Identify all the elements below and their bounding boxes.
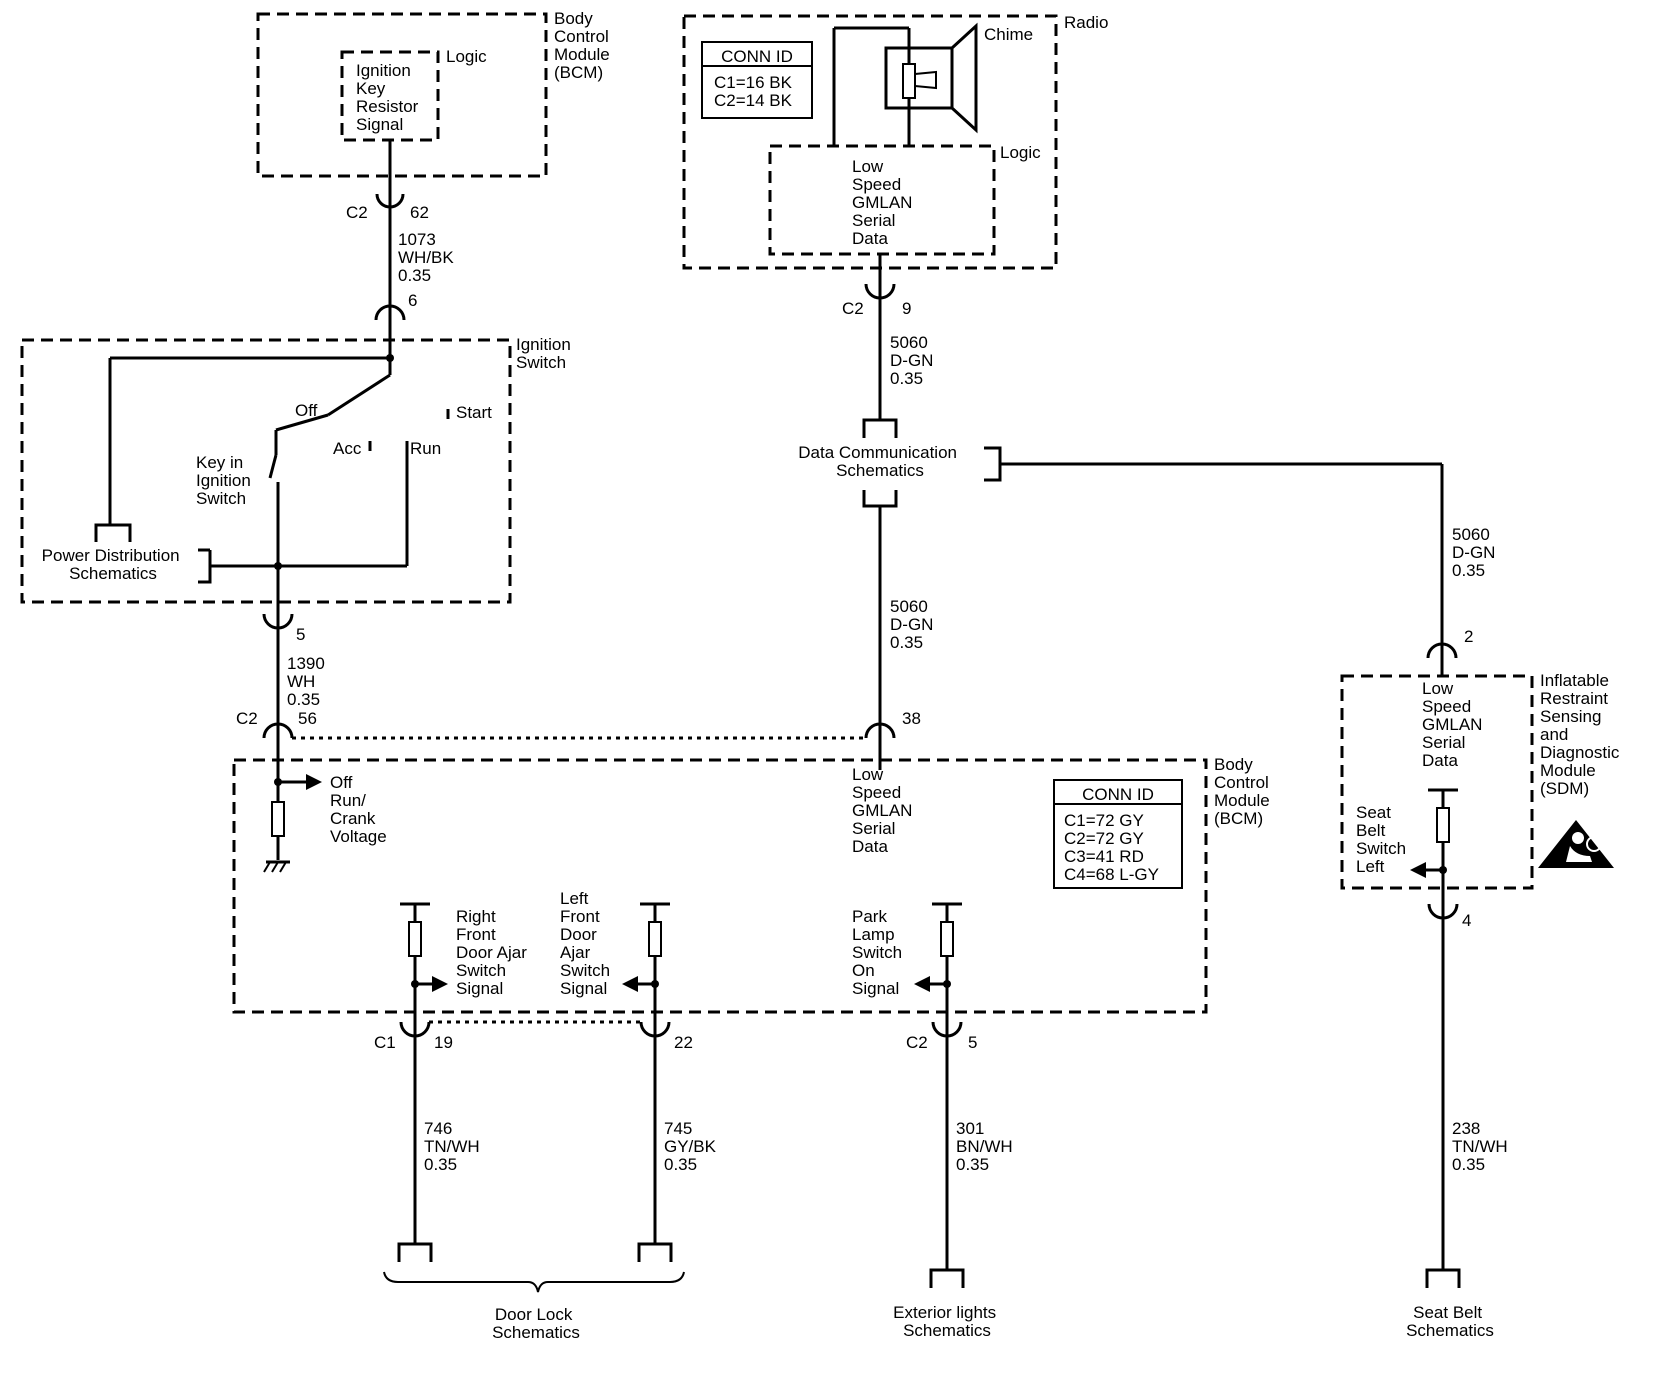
ignition-switch-name: Ignition Switch <box>516 335 576 372</box>
bcm-rf-door-label: Right Front Door Ajar Switch Signal <box>456 907 532 998</box>
chime-label: Chime <box>984 25 1033 44</box>
conn-c2-62-pin: 62 <box>410 203 429 222</box>
conn-22-pin: 22 <box>674 1033 693 1052</box>
wire-5060-bcm: 5060 D-GN 0.35 38 <box>864 506 938 770</box>
wire-1073: C2 62 1073 WH/BK 0.35 6 <box>346 140 458 328</box>
ign-pos-acc: Acc <box>333 439 362 458</box>
seat-belt-switch-circuit <box>1410 788 1458 904</box>
wire-5060-radio-label: 5060 D-GN 0.35 <box>890 333 938 388</box>
wire-5060-bcm-label: 5060 D-GN 0.35 <box>890 597 938 652</box>
wire-238: 4 238 TN/WH 0.35 <box>1425 903 1512 1288</box>
bcm-top-outline <box>256 12 548 178</box>
wire-746-label: 746 TN/WH 0.35 <box>424 1119 484 1174</box>
bcm-main-name: Body Control Module (BCM) <box>1214 755 1275 828</box>
bcm-top-logic-label: Logic <box>446 47 487 66</box>
wire-1390: 5 1390 WH 0.35 C2 56 <box>236 603 866 760</box>
conn-c2-5-pin: 5 <box>968 1033 977 1052</box>
wire-301-label: 301 BN/WH 0.35 <box>956 1119 1017 1174</box>
bcm-conn-id-box <box>1053 779 1183 889</box>
connector-c2-62 <box>375 193 405 209</box>
radio-conn-id-box <box>701 41 813 119</box>
wire-238-label: 238 TN/WH 0.35 <box>1452 1119 1512 1174</box>
conn-c2-9-pin: 9 <box>902 299 911 318</box>
conn-sdm-2-pin: 2 <box>1464 627 1473 646</box>
ign-pos-start: Start <box>456 403 492 422</box>
conn-sdm-4-pin: 4 <box>1462 911 1471 930</box>
bcm-gmlan-label: Low Speed GMLAN Serial Data <box>852 765 917 856</box>
wire-5060-sdm: 5060 D-GN 0.35 2 <box>1426 525 1500 659</box>
ign-pos-off: Off <box>295 401 318 420</box>
radio-conn-id-title: CONN ID <box>721 47 793 66</box>
bcm-main-module: Body Control Module (BCM) Off Run/ Crank… <box>232 748 1275 1022</box>
bcm-top-name: Body Control Module (BCM) <box>554 9 615 82</box>
wire-745-label: 745 GY/BK 0.35 <box>664 1119 721 1174</box>
ign-pos-run: Run <box>410 439 441 458</box>
park-lamp-circuit <box>914 902 962 1022</box>
power-distribution-ref: Power Distribution Schematics <box>42 546 185 583</box>
radio-outline <box>682 14 1058 270</box>
wire-1390-label: 1390 WH 0.35 <box>287 654 330 709</box>
bcm-voltage-label: Off Run/ Crank Voltage <box>330 773 387 846</box>
door-lock-ref: Door Lock Schematics <box>383 1271 685 1342</box>
bcm-conn-id-title: CONN ID <box>1082 785 1154 804</box>
connector-ign-6 <box>374 304 406 321</box>
ignition-switch: Ignition Switch Off Acc Run Start Key in… <box>20 328 576 604</box>
radio-logic-outline <box>768 144 996 256</box>
bcm-lf-door-label: Left Front Door Ajar Switch Signal <box>560 889 615 998</box>
conn-c2-56-label: C2 <box>236 709 258 728</box>
sdm-module: Inflatable Restraint Sensing and Diagnos… <box>1340 658 1624 904</box>
exterior-lights-ref-label: Exterior lights Schematics <box>893 1303 1001 1340</box>
bcm-park-lamp-label: Park Lamp Switch On Signal <box>852 907 907 998</box>
bcm-conn-id-lines: C1=72 GY C2=72 GY C3=41 RD C4=68 L-GY <box>1064 811 1159 884</box>
sdm-name: Inflatable Restraint Sensing and Diagnos… <box>1540 671 1624 798</box>
connector-ign-5 <box>262 613 294 630</box>
bcm-main-outline <box>232 758 1208 1014</box>
radio-name: Radio <box>1064 13 1108 32</box>
conn-c2-62-label: C2 <box>346 203 368 222</box>
chime-speaker-icon <box>884 22 978 146</box>
ground-icon <box>263 860 290 873</box>
wire-5060-radio: C2 9 5060 D-GN 0.35 <box>842 254 938 438</box>
wire-5060-sdm-label: 5060 D-GN 0.35 <box>1452 525 1500 580</box>
door-lock-ref-label: Door Lock Schematics <box>492 1305 580 1342</box>
connector-38 <box>864 722 896 739</box>
radio-module: Radio CONN ID C1=16 BK C2=14 BK Chime Lo… <box>682 13 1108 270</box>
conn-38-pin: 38 <box>902 709 921 728</box>
ignition-switch-outline <box>20 338 512 604</box>
wire-301: C2 5 301 BN/WH 0.35 <box>906 1021 1017 1288</box>
radio-conn-id-lines: C1=16 BK C2=14 BK <box>714 73 797 110</box>
conn-c2-9-label: C2 <box>842 299 864 318</box>
conn-c1-19-label: C1 <box>374 1033 396 1052</box>
lf-door-ajar-circuit <box>622 902 670 1022</box>
seat-belt-ref-label: Seat Belt Schematics <box>1406 1303 1494 1340</box>
conn-c2-5-label: C2 <box>906 1033 928 1052</box>
sdm-outline <box>1340 674 1534 890</box>
conn-c2-56-pin: 56 <box>298 709 317 728</box>
wire-745: 22 745 GY/BK 0.35 <box>637 1021 721 1262</box>
connector-c2-56 <box>262 722 294 739</box>
conn-ign-5-pin: 5 <box>296 625 305 644</box>
connector-c2-9 <box>864 283 896 300</box>
ign-key-in-label: Key in Ignition Switch <box>196 453 256 508</box>
conn-c1-19-pin: 19 <box>434 1033 453 1052</box>
radio-logic-label: Logic <box>1000 143 1041 162</box>
bcm-top-signal-label: Ignition Key Resistor Signal <box>356 61 423 134</box>
sdm-seat-belt-label: Seat Belt Switch Left <box>1356 803 1411 876</box>
rf-door-ajar-circuit <box>400 902 448 1022</box>
wire-1073-label: 1073 WH/BK 0.35 <box>398 230 458 285</box>
bcm-top-module: Logic Ignition Key Resistor Signal Body … <box>256 9 615 178</box>
conn-ign-6-pin: 6 <box>408 291 417 310</box>
data-communication-ref: Data Communication Schematics <box>798 443 1444 658</box>
connector-sdm-2 <box>1426 642 1458 659</box>
airbag-warning-icon <box>1538 820 1614 868</box>
sdm-gmlan-label: Low Speed GMLAN Serial Data <box>1422 679 1487 770</box>
radio-gmlan-label: Low Speed GMLAN Serial Data <box>852 157 917 248</box>
wire-746: C1 19 746 TN/WH 0.35 <box>374 1020 641 1262</box>
data-comm-label: Data Communication Schematics <box>798 443 961 480</box>
